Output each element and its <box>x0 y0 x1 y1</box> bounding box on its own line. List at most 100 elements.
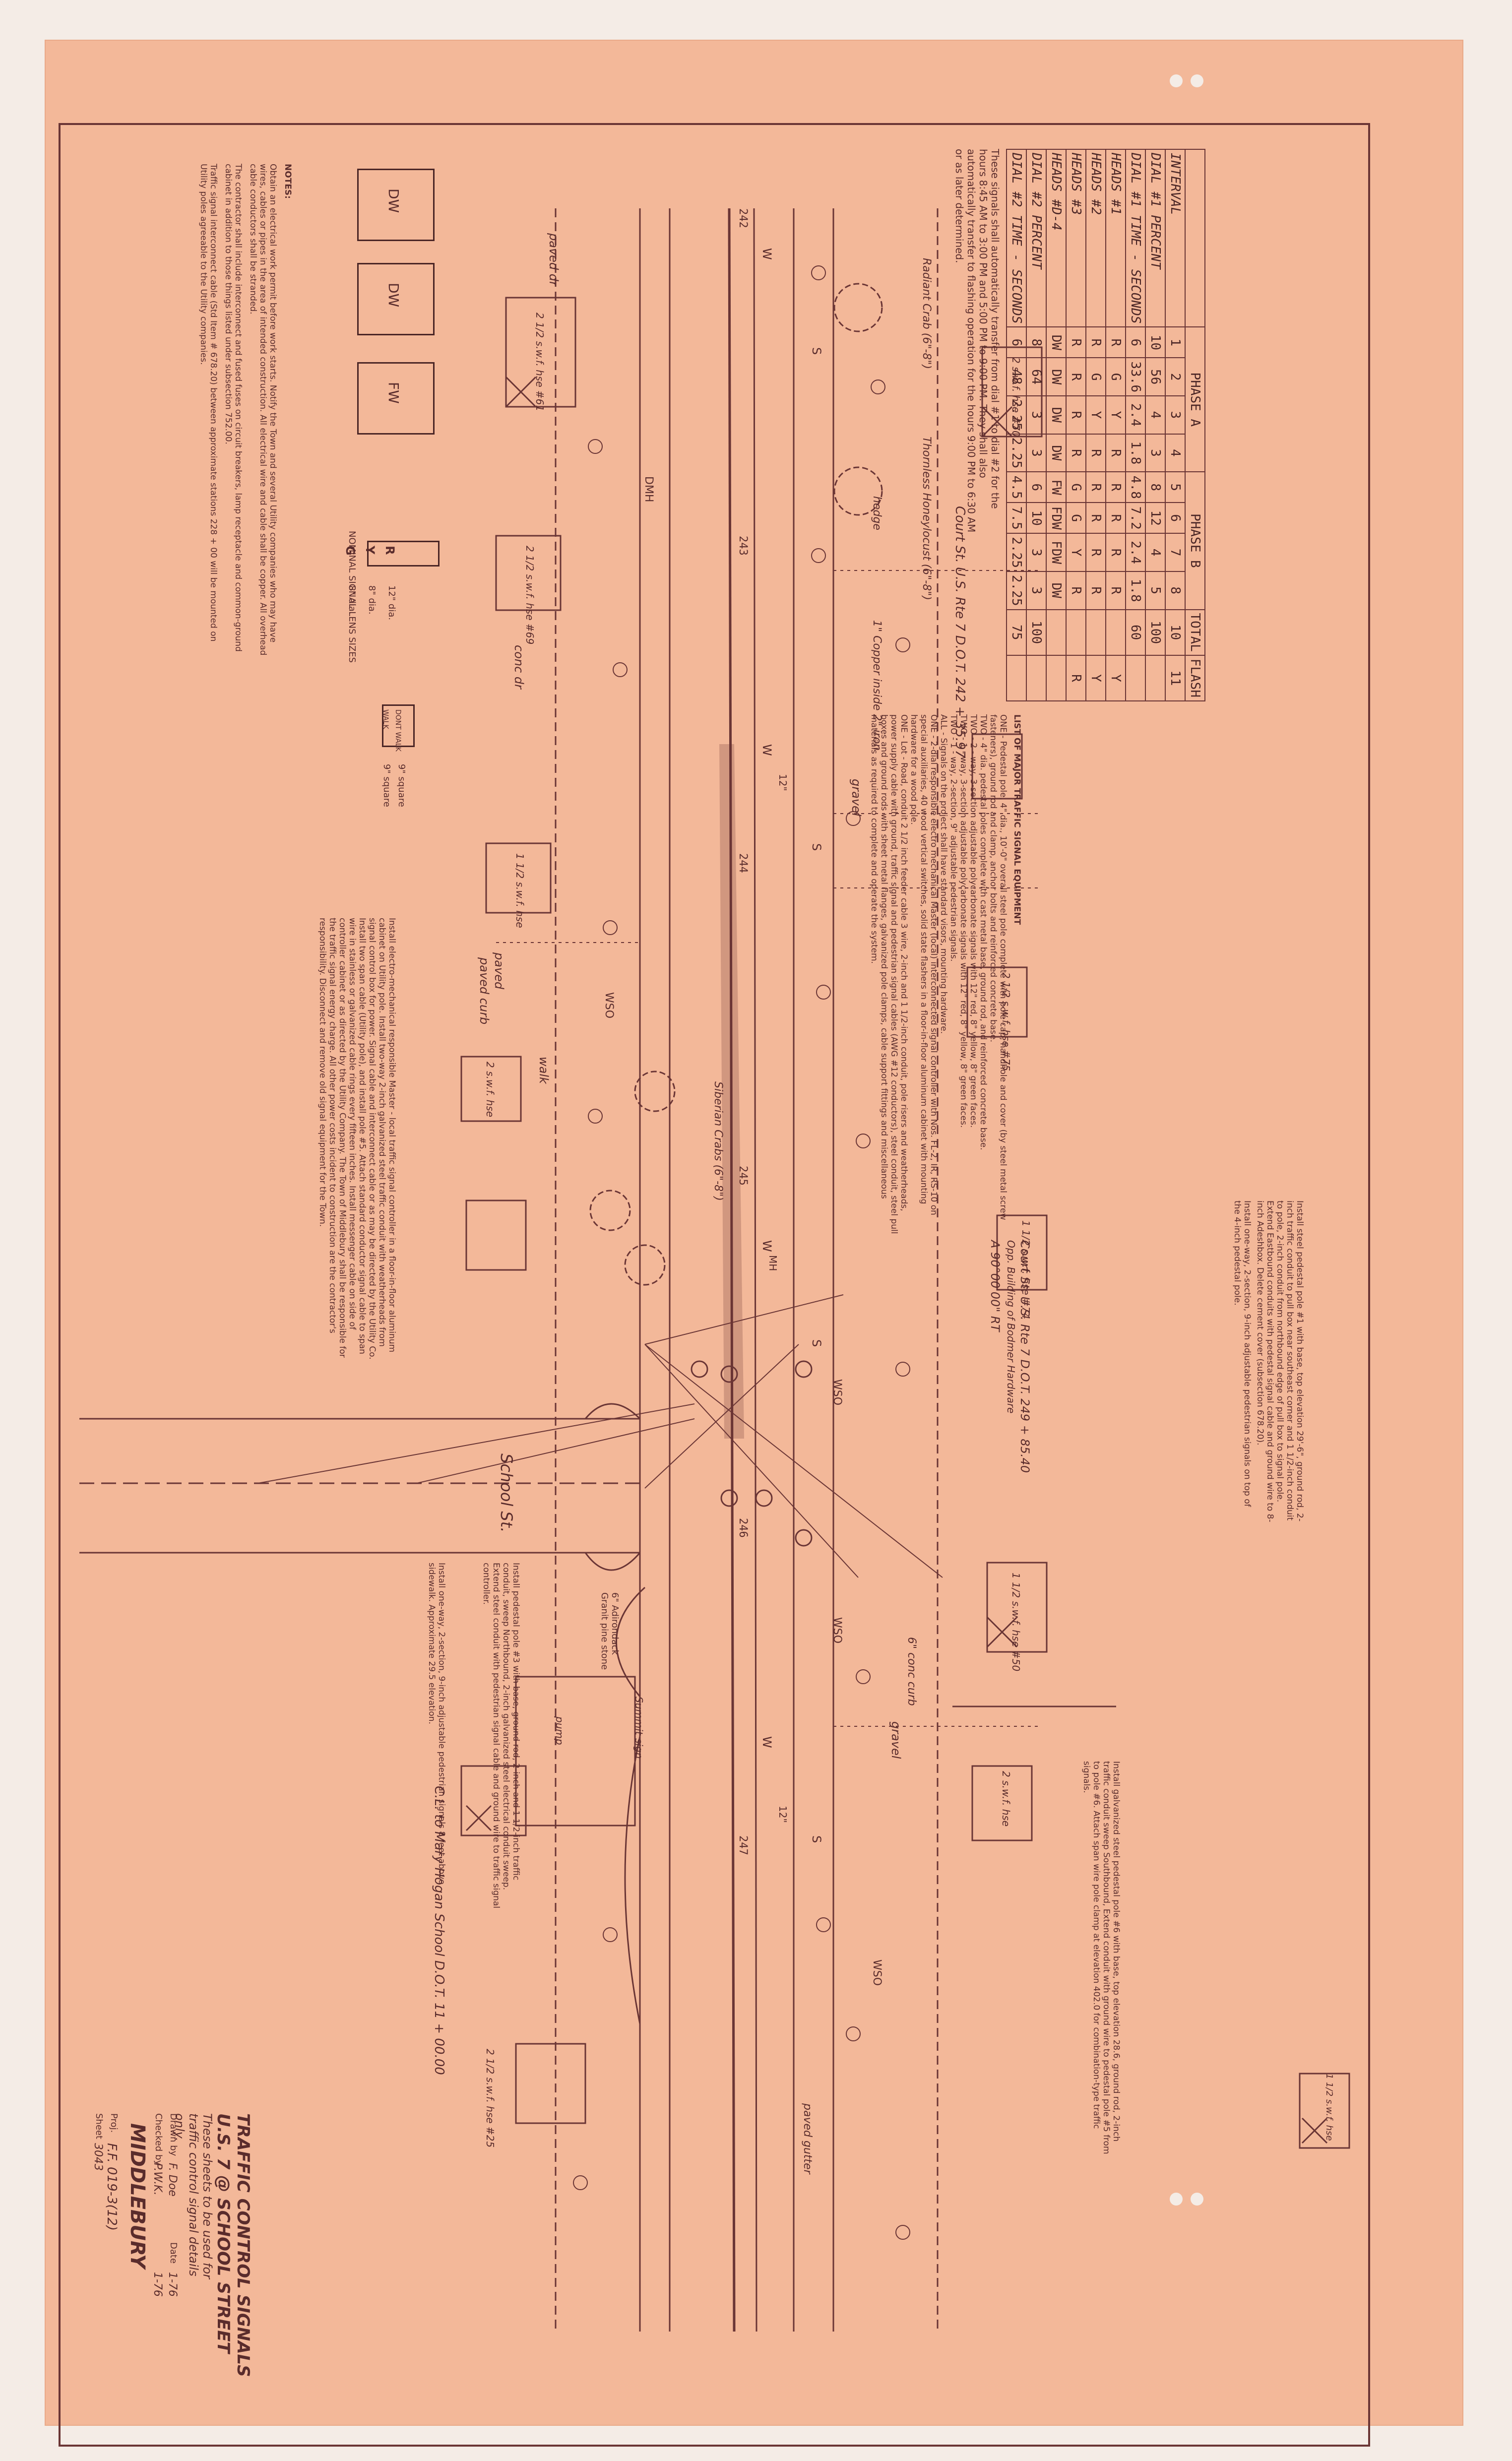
tree-label-radiant: Radiant Crab (6"-8") <box>920 258 933 370</box>
punch-hole <box>1191 2193 1203 2206</box>
install-note-1: Install steel pedestal pole #1 with base… <box>1232 1200 1305 1523</box>
timing-row-label: DIAL #2 PERCENT <box>1026 149 1046 327</box>
timing-cell <box>1145 655 1165 701</box>
phase-diagram-3 <box>357 362 435 435</box>
timing-cell: 6 <box>1126 327 1145 358</box>
conc-curb-label: 6" conc curb <box>905 1637 918 1706</box>
station-number: 244 <box>737 853 749 873</box>
timing-cell: 2.4 <box>1126 396 1145 434</box>
wso-label: WSO <box>831 1379 843 1406</box>
timing-row-label: HEADS #3 <box>1066 149 1086 327</box>
install-note-3: Install pedestal pole #3 with base, grou… <box>481 1563 521 1910</box>
timing-cell: DW <box>1046 571 1066 610</box>
sewer-line-mark: S <box>810 843 823 851</box>
install-text: Install one-way, 2-section, 9-inch adjus… <box>1232 1200 1252 1507</box>
timing-cell <box>1046 655 1066 701</box>
timing-cell: 4.5 <box>1007 472 1026 503</box>
house-label: 2 1/2 s.w.f. hse #75 <box>1000 972 1012 1072</box>
mh-label: MH <box>767 1255 779 1271</box>
timing-cell: 3 <box>1026 571 1046 610</box>
school-street-label: School St. <box>497 1453 516 1533</box>
water-line-mark: W <box>760 744 774 756</box>
dmh-label: DMH <box>642 476 655 503</box>
conc-dr-label: conc dr <box>512 645 526 690</box>
date-value: 1-76 <box>151 2272 164 2297</box>
install-text: Install steel pedestal pole #1 with base… <box>1255 1200 1305 1522</box>
paved-gutter-label: paved gutter <box>801 2103 814 2174</box>
gravel-label: gravel <box>889 1721 903 1759</box>
timing-cell: DW <box>1046 396 1066 434</box>
house-label: 2 1/2 s.w.f. hse #61 <box>534 313 546 412</box>
notes-title: NOTES: <box>283 164 293 199</box>
station-number: 247 <box>737 1835 749 1855</box>
install-text: Install pedestal pole #3 with base, grou… <box>481 1563 521 1909</box>
summit-sign-label: Summit sign <box>633 1697 645 1759</box>
ped-dont-walk: DONT WALK <box>394 709 402 752</box>
water-line-mark: W <box>760 248 774 260</box>
timing-cell: Y <box>1066 533 1086 571</box>
wso-label: WSO <box>603 992 615 1019</box>
timing-blank-cell <box>1185 149 1205 327</box>
timing-cell: 2.25 <box>1007 571 1026 610</box>
timing-cell: 10 <box>1145 327 1165 358</box>
timing-cell <box>1046 609 1066 655</box>
timing-cell: 33.6 <box>1126 358 1145 396</box>
timing-row-label: HEADS #D-4 <box>1046 149 1066 327</box>
timing-row-label: HEADS #2 <box>1086 149 1106 327</box>
sewer-line-mark: S <box>810 347 823 355</box>
interval-header: INTERVAL <box>1165 149 1185 327</box>
timing-cell: 1.8 <box>1126 434 1145 472</box>
note-item: Obtain an electrical work permit before … <box>248 164 278 656</box>
flash-header: FLASH <box>1185 655 1205 701</box>
timing-cell: FDW <box>1046 533 1066 571</box>
court-st-station-2c: A 90°00'00" RT <box>988 1240 1002 1332</box>
interval-cell: 7 <box>1165 533 1185 571</box>
tree-label-siberian: Siberian Crabs (6"-8") <box>712 1081 724 1201</box>
controller-note: Install electro-mechanical responsible M… <box>317 918 397 1360</box>
equipment-item: TWO - 2 - way, 3-section adjustable poly… <box>968 714 978 1128</box>
timing-cell: R <box>1086 434 1106 472</box>
timing-cell: 6 <box>1026 472 1046 503</box>
station-number: 246 <box>737 1518 749 1538</box>
timing-cell <box>1026 655 1046 701</box>
title-line-1: TRAFFIC CONTROL SIGNALS <box>233 2113 253 2377</box>
timing-row-label: HEADS #1 <box>1106 149 1126 327</box>
timing-cell: Y <box>1086 655 1106 701</box>
interval-cell: 2 <box>1165 358 1185 396</box>
pump-label: pump <box>554 1716 566 1745</box>
timing-cell: R <box>1066 434 1086 472</box>
equipment-item: ONE - 2-dial responsible electro mechani… <box>909 714 939 1215</box>
timing-cell: 12 <box>1145 503 1165 534</box>
timing-cell: R <box>1066 358 1086 396</box>
timing-cell: 100 <box>1145 609 1165 655</box>
water-line-mark: W <box>760 1240 774 1252</box>
timing-cell: 64 <box>1026 358 1046 396</box>
timing-cell: R <box>1086 533 1106 571</box>
house-label: 1 1/2 s.w.f. hse <box>1324 2074 1334 2141</box>
timing-cell: R <box>1066 327 1086 358</box>
interval-cell: 11 <box>1165 655 1185 701</box>
lens-letter-r: R <box>383 546 397 555</box>
town-name: MIDDLEBURY <box>126 2123 149 2269</box>
house-label: 1 1/2 s.w.f. hse #74 <box>1020 1220 1032 1320</box>
station-number: 245 <box>737 1166 749 1186</box>
timing-cell: R <box>1086 571 1106 610</box>
timing-cell: 60 <box>1126 609 1145 655</box>
project-number: F.F. 019-3(12) <box>104 2143 119 2231</box>
drawn-by-value: F. Doe <box>166 2163 179 2197</box>
timing-cell: 100 <box>1026 609 1046 655</box>
timing-cell: 6 <box>1007 327 1026 358</box>
install-note-6: Install galvanized steel pedestal pole #… <box>1081 1761 1121 2158</box>
house-label: 1 1/2 s.w.f. hse #50 <box>1010 1573 1022 1672</box>
timing-cell: R <box>1106 472 1126 503</box>
timing-cell: 8 <box>1145 472 1165 503</box>
wso-label: WSO <box>871 1959 883 1986</box>
interval-cell: 1 <box>1165 327 1185 358</box>
wso-label: WSO <box>831 1617 843 1644</box>
lens-letter-y: Y <box>363 546 377 555</box>
